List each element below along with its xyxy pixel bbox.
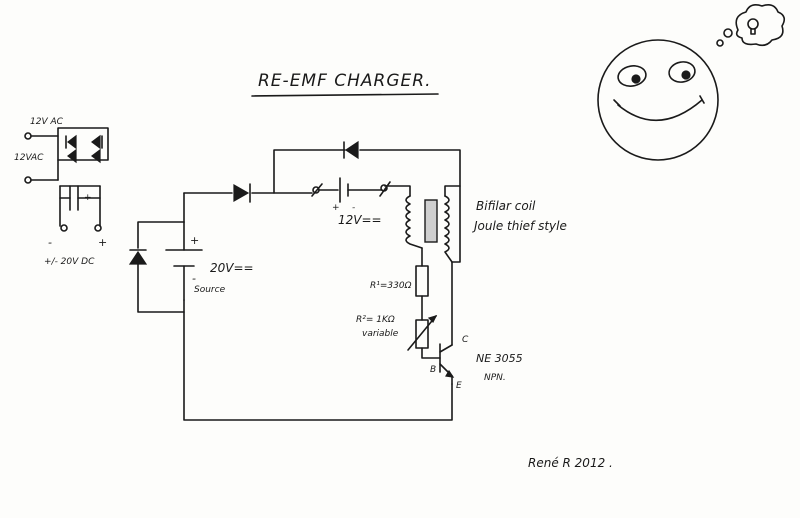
ac-label: 12V AC <box>30 117 64 127</box>
transistor-type: NPN. <box>484 373 506 383</box>
base-label: B <box>430 365 436 375</box>
dc-minus-label: - <box>48 236 52 249</box>
dc-source-20v: + - 20V== Source <box>165 221 254 301</box>
bridge-rectifier: 12V AC 12VAC - + - + +/- 20V DC <box>14 117 109 267</box>
coil-label-2: Joule thief style <box>472 219 567 233</box>
dc-output-label: +/- 20V DC <box>44 257 95 267</box>
bifilar-coil: Bifilar coil Joule thief style <box>405 195 567 263</box>
diagram-title: RE-EMF CHARGER. <box>258 71 432 91</box>
battery-voltage-label: 12V== <box>338 213 382 227</box>
smiley-face-icon <box>597 39 719 161</box>
dc-plus-label: + <box>98 236 107 249</box>
title-underline <box>251 93 439 97</box>
r2-note: variable <box>362 329 399 339</box>
feedback-diode <box>343 140 359 160</box>
svg-text:-: - <box>192 272 196 285</box>
r1-label: R¹=330Ω <box>370 281 412 291</box>
emitter-label: E <box>456 381 462 391</box>
circuit-wires <box>137 149 461 421</box>
r2-label: R²= 1KΩ <box>356 315 395 325</box>
series-diode <box>233 183 251 203</box>
thought-bubble-lightbulb-icon <box>716 4 786 47</box>
collector-label: C <box>462 335 469 345</box>
coil-label-1: Bifilar coil <box>476 199 536 213</box>
source-label: Source <box>194 285 226 295</box>
svg-text:+: + <box>190 234 199 247</box>
battery-12v: + - 12V== <box>311 177 391 227</box>
svg-text:-: - <box>352 203 355 213</box>
clamp-diode <box>128 249 148 265</box>
svg-text:+: + <box>332 203 340 213</box>
resistor-r1: R¹=330Ω <box>370 265 429 297</box>
resistor-r2-variable: R²= 1KΩ variable <box>356 315 438 351</box>
npn-transistor: C B E NE 3055 NPN. <box>430 335 523 391</box>
signature: René R 2012 . <box>528 456 613 470</box>
ac-input-label: 12VAC <box>14 153 44 163</box>
source-voltage-label: 20V== <box>210 261 254 275</box>
transistor-name: NE 3055 <box>476 352 523 365</box>
